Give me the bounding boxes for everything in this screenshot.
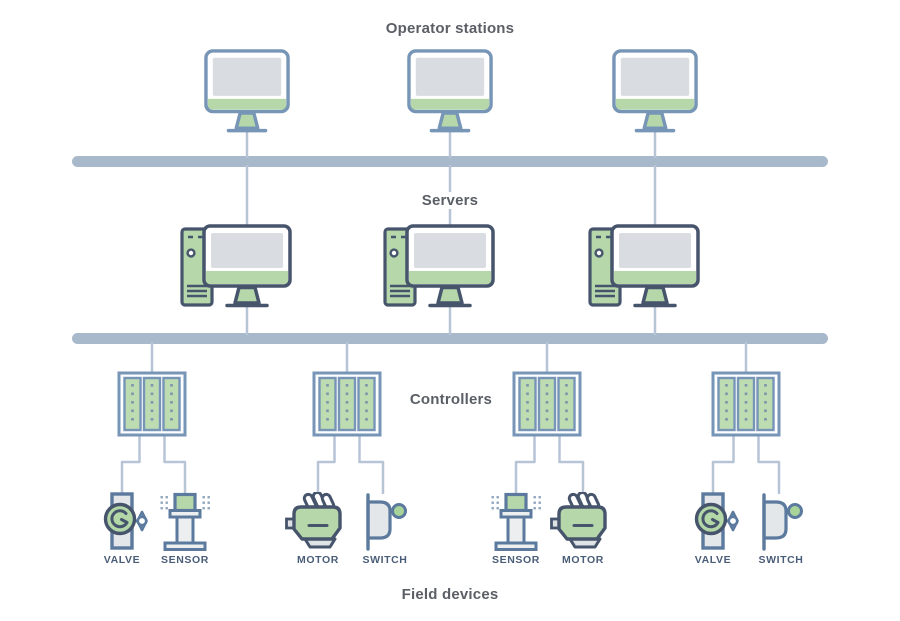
operator-station-icon <box>203 49 291 135</box>
server-icon <box>588 224 702 312</box>
switch-label: SWITCH <box>362 554 408 566</box>
sensor-icon <box>487 492 545 552</box>
field-device: SWITCH <box>739 492 823 566</box>
sensor-label: SENSOR <box>161 554 209 566</box>
controller-icon <box>512 371 582 437</box>
switch-icon <box>361 492 409 552</box>
valve-label: VALVE <box>694 554 732 566</box>
field-device: VALVE <box>80 492 164 566</box>
field-device: SENSOR <box>474 492 558 566</box>
bus-bottom <box>72 333 828 344</box>
field-device: MOTOR <box>541 492 625 566</box>
field-device: SWITCH <box>343 492 427 566</box>
field-device: VALVE <box>671 492 755 566</box>
field-devices-label: Field devices <box>401 586 499 603</box>
motor-icon <box>550 492 616 552</box>
servers-label: Servers <box>414 192 486 209</box>
controller-icon <box>117 371 187 437</box>
operator-station-icon <box>611 49 699 135</box>
valve-icon <box>684 492 742 552</box>
sensor-icon <box>156 492 214 552</box>
valve-label: VALVE <box>103 554 141 566</box>
field-device: SENSOR <box>143 492 227 566</box>
controller-icon <box>312 371 382 437</box>
bus-top <box>72 156 828 167</box>
server-icon <box>180 224 294 312</box>
controller-icon <box>711 371 781 437</box>
operator-stations-label: Operator stations <box>385 20 515 37</box>
motor-label: MOTOR <box>297 554 339 566</box>
switch-icon <box>757 492 805 552</box>
field-device: MOTOR <box>276 492 360 566</box>
controllers-label: Controllers <box>409 391 493 408</box>
motor-label: MOTOR <box>562 554 604 566</box>
sensor-label: SENSOR <box>492 554 540 566</box>
motor-icon <box>285 492 351 552</box>
operator-station-icon <box>406 49 494 135</box>
switch-label: SWITCH <box>758 554 804 566</box>
server-icon <box>383 224 497 312</box>
